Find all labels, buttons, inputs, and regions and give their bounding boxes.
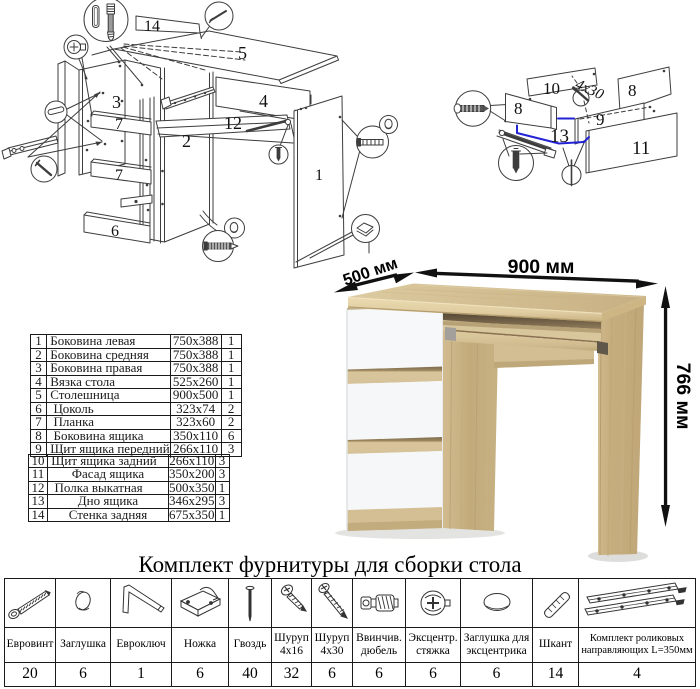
svg-text:10: 10 xyxy=(543,79,560,98)
svg-text:5: 5 xyxy=(238,43,247,63)
svg-text:3: 3 xyxy=(112,92,121,112)
svg-text:1: 1 xyxy=(315,167,323,184)
svg-text:766 мм: 766 мм xyxy=(672,363,694,430)
svg-text:8: 8 xyxy=(628,81,637,100)
svg-text:500 мм: 500 мм xyxy=(341,254,400,289)
svg-text:14: 14 xyxy=(144,18,160,35)
svg-text:7: 7 xyxy=(115,167,123,184)
svg-text:12: 12 xyxy=(224,113,242,133)
svg-text:7: 7 xyxy=(115,116,123,133)
svg-text:4: 4 xyxy=(259,91,268,111)
svg-text:6: 6 xyxy=(111,223,119,240)
svg-text:11: 11 xyxy=(632,138,650,159)
svg-text:2: 2 xyxy=(182,131,191,151)
svg-text:8: 8 xyxy=(514,99,523,118)
svg-text:13: 13 xyxy=(550,126,569,147)
svg-text:9: 9 xyxy=(596,110,605,129)
svg-text:900 мм: 900 мм xyxy=(508,256,575,278)
